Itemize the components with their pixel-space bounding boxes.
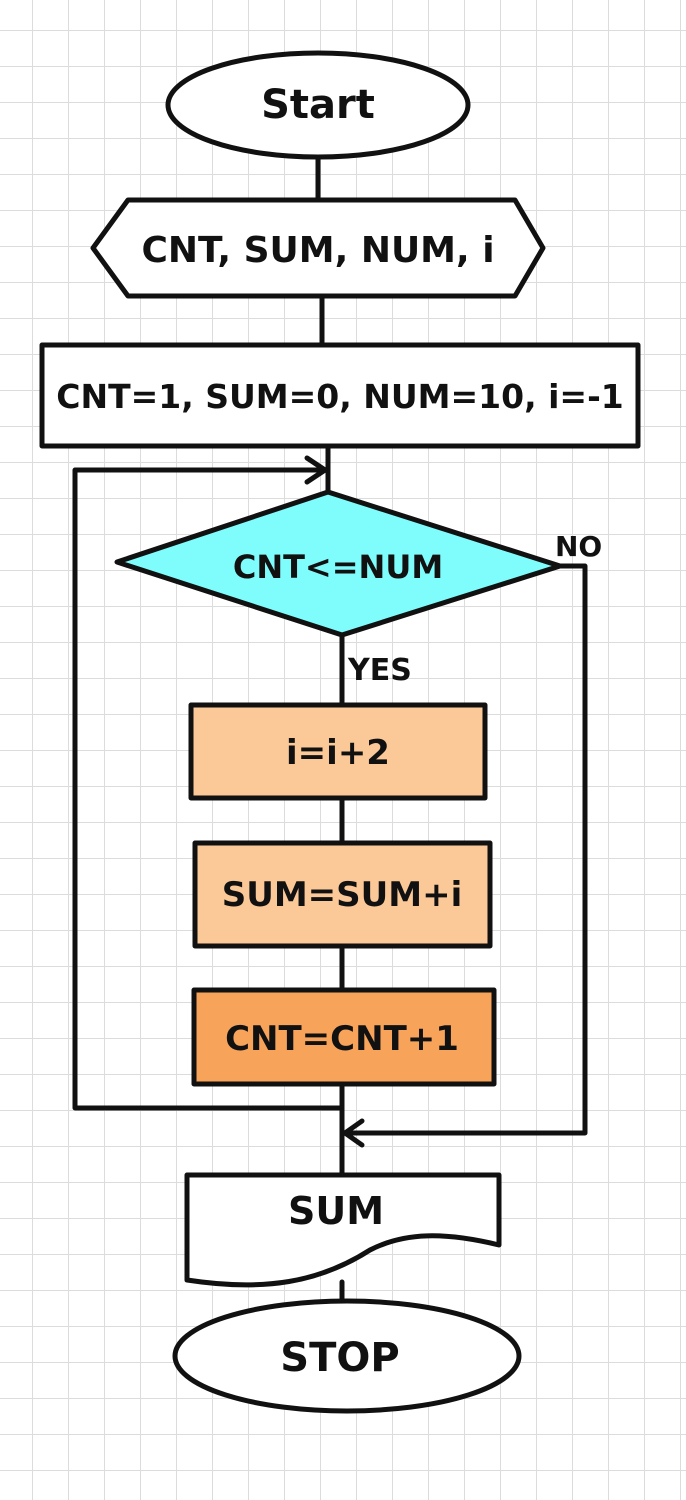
start-terminator: Start — [165, 50, 471, 160]
step1-process: i=i+2 — [188, 702, 488, 801]
connectors — [72, 154, 588, 1308]
declare-label: CNT, SUM, NUM, i — [141, 230, 494, 271]
step1-label: i=i+2 — [286, 733, 390, 773]
declare-preparation: CNT, SUM, NUM, i — [90, 197, 546, 299]
stop-terminator: STOP — [172, 1298, 522, 1414]
step2-process: SUM=SUM+i — [192, 840, 493, 949]
init-label: CNT=1, SUM=0, NUM=10, i=-1 — [56, 377, 624, 416]
stop-ellipse — [172, 1298, 522, 1414]
output-document-shape — [184, 1172, 502, 1288]
step2-label: SUM=SUM+i — [222, 875, 463, 915]
declare-hexagon — [90, 197, 546, 299]
no-label: NO — [555, 530, 602, 563]
loop-back-arrowhead — [304, 455, 328, 485]
start-ellipse — [165, 50, 471, 160]
output-label: SUM — [288, 1189, 384, 1233]
step3-label: CNT=CNT+1 — [225, 1019, 459, 1059]
step2-box — [192, 840, 493, 949]
condition-diamond — [114, 489, 563, 638]
init-process: CNT=1, SUM=0, NUM=10, i=-1 — [39, 342, 641, 449]
start-label: Start — [261, 82, 375, 128]
loop-back-line — [72, 467, 345, 1111]
init-box — [39, 342, 641, 449]
step3-box — [191, 987, 497, 1087]
condition-decision: CNT<=NUM YES NO — [114, 489, 602, 688]
step1-box — [188, 702, 488, 801]
step3-process: CNT=CNT+1 — [191, 987, 497, 1087]
condition-label: CNT<=NUM — [233, 548, 443, 586]
output-document: SUM — [184, 1172, 502, 1288]
stop-label: STOP — [280, 1335, 399, 1381]
no-branch-line — [342, 563, 588, 1136]
yes-label: YES — [347, 653, 412, 688]
no-branch-arrowhead — [342, 1118, 365, 1148]
